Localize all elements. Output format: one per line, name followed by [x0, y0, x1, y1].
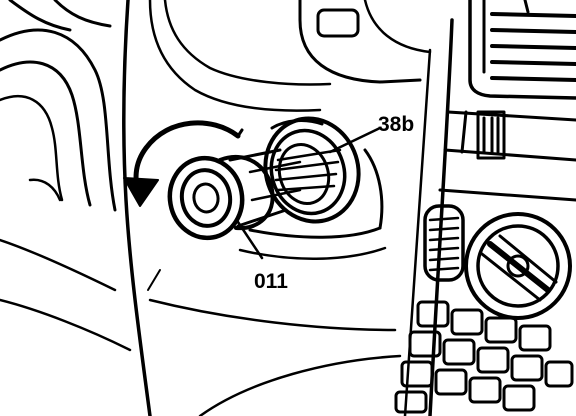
steering-column-shroud: [0, 0, 132, 352]
callout-011: 011: [254, 270, 288, 293]
center-air-vent: [468, 0, 576, 100]
dashboard-edge: [122, 0, 332, 416]
upper-switch-panel: [298, 0, 432, 84]
thumbwheel: [423, 204, 465, 282]
ignition-ring: [167, 148, 302, 241]
rotary-knob: [464, 212, 572, 320]
leader-lines: [236, 126, 382, 260]
button-grid: [394, 300, 574, 414]
center-console: [403, 18, 576, 416]
lower-dash: [147, 148, 402, 416]
callout-38b: 38b: [378, 113, 414, 136]
ignition-bezel: [263, 116, 361, 224]
rotate-ccw-arrow-icon: [123, 120, 244, 207]
